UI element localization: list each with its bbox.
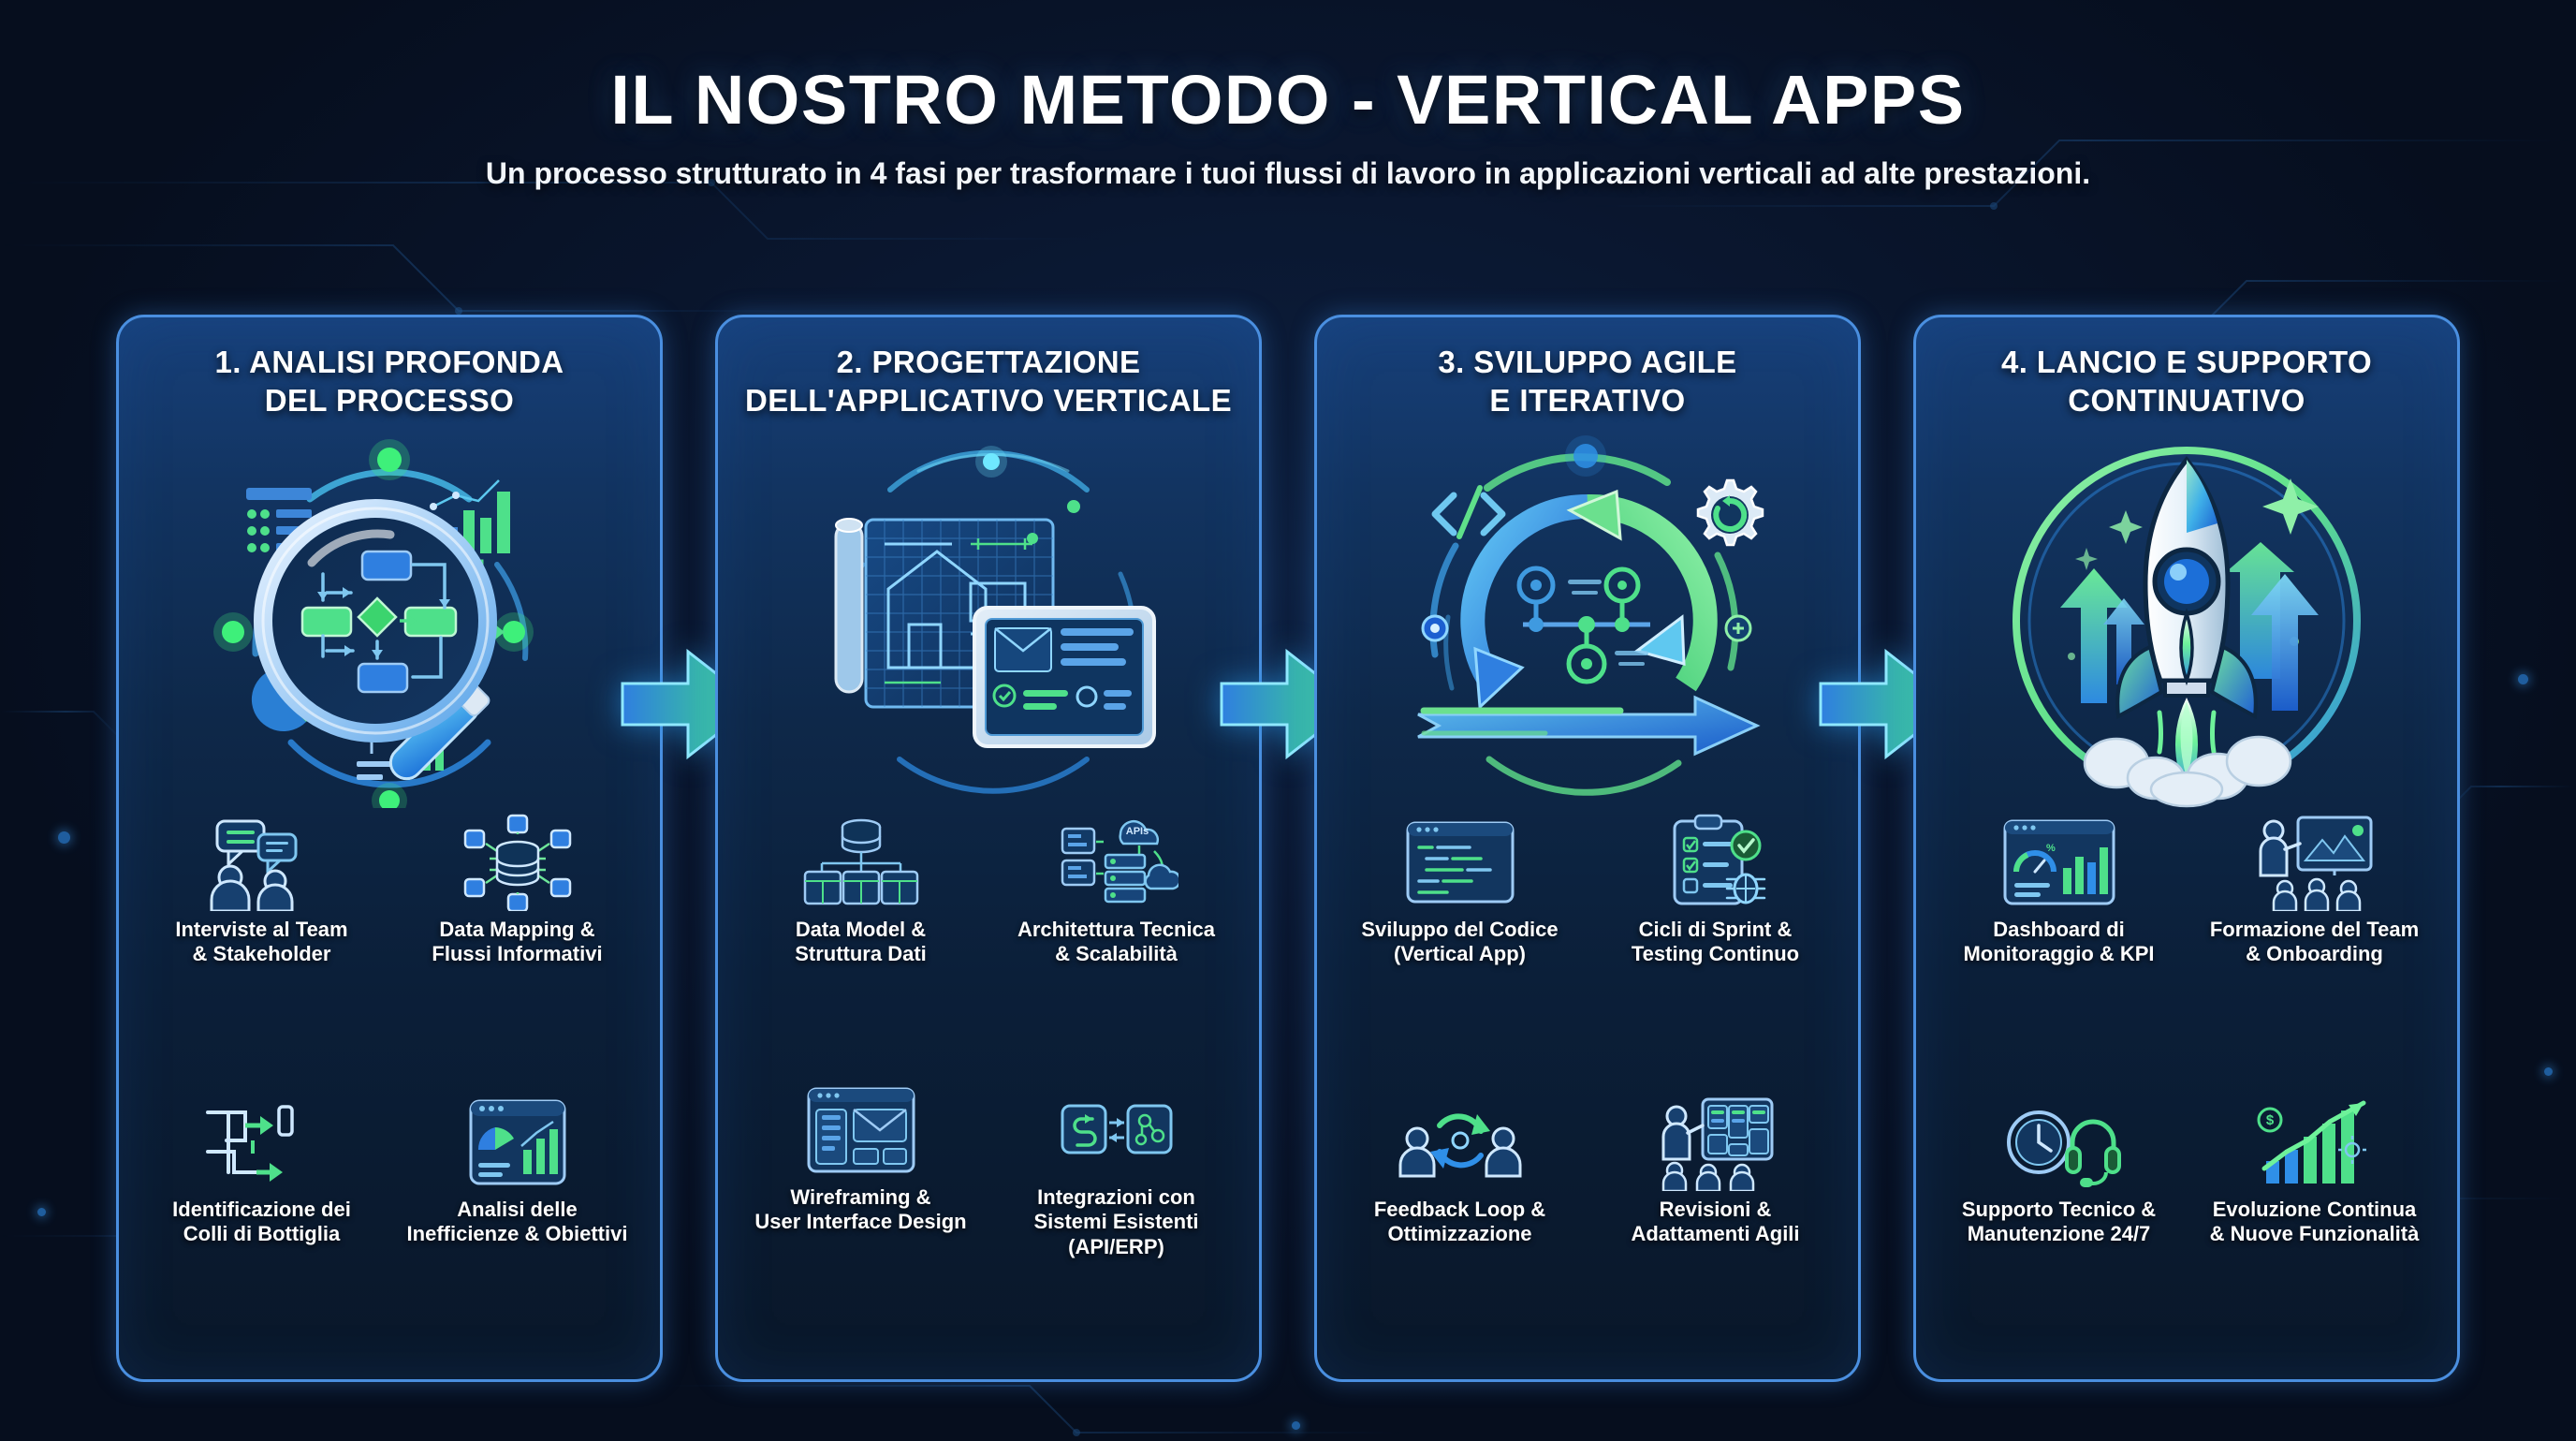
phase-card-3[interactable]: 3. SVILUPPO AGILE E ITERATIVO <box>1314 315 1861 1382</box>
feature-label: Revisioni & Adattamenti Agili <box>1631 1198 1800 1246</box>
phase-title: 4. LANCIO E SUPPORTO CONTINUATIVO <box>2000 345 2373 418</box>
page-title: IL NOSTRO METODO - VERTICAL APPS <box>610 61 1966 139</box>
phase-features: Sviluppo del Codice (Vertical App) <box>1336 814 1839 1359</box>
feedback-loop-users-icon <box>1398 1094 1522 1191</box>
blueprint-tablet-design-icon <box>787 434 1190 808</box>
feature-label: Data Mapping & Flussi Informativi <box>432 918 603 966</box>
magnifier-process-analysis-icon <box>188 434 591 808</box>
feature-item[interactable]: Sviluppo del Codice (Vertical App) <box>1336 814 1584 1079</box>
arrow-3-to-4 <box>1819 315 1956 1382</box>
feature-item[interactable]: Integrazioni con Sistemi Esistenti (API/… <box>992 1081 1240 1359</box>
phase-features: Interviste al Team & Stakeholder <box>138 814 641 1359</box>
growth-chart-upward-icon: $ <box>2253 1094 2377 1191</box>
feature-item[interactable]: Wireframing & User Interface Design <box>737 1081 985 1359</box>
phase-card-2[interactable]: 2. PROGETTAZIONE DELL'APPLICATIVO VERTIC… <box>715 315 1262 1382</box>
feature-item[interactable]: Interviste al Team & Stakeholder <box>138 814 386 1079</box>
feature-item[interactable]: Supporto Tecnico & Manutenzione 24/7 <box>1935 1094 2183 1359</box>
feature-item[interactable]: $ Evoluzione Continua & Nuove Funzionali… <box>2190 1094 2438 1359</box>
bg-glow-dot <box>1292 1421 1300 1430</box>
phase-card-4[interactable]: 4. LANCIO E SUPPORTO CONTINUATIVO <box>1913 315 2460 1382</box>
feature-label: Wireframing & User Interface Design <box>754 1184 967 1234</box>
bottleneck-pipeline-icon <box>200 1094 324 1191</box>
feature-item[interactable]: Data Model & Struttura Dati <box>737 814 985 1066</box>
wireframe-layout-icon <box>799 1081 923 1179</box>
feature-item[interactable]: APIs <box>992 814 1240 1066</box>
analytics-report-chart-icon <box>456 1094 579 1191</box>
feature-item[interactable]: Identificazione dei Colli di Bottiglia <box>138 1094 386 1359</box>
feature-label: Dashboard di Monitoraggio & KPI <box>1963 918 2155 966</box>
training-presentation-icon <box>2253 814 2377 911</box>
page-header: IL NOSTRO METODO - VERTICAL APPS Un proc… <box>0 60 2576 191</box>
svg-text:$: $ <box>2265 1112 2274 1128</box>
arrow-2-to-3 <box>1220 315 1357 1382</box>
bg-glow-dot <box>37 1208 46 1216</box>
bg-glow-dot <box>2518 674 2528 684</box>
phase-title: 1. ANALISI PROFONDA DEL PROCESSO <box>214 345 564 418</box>
feature-item[interactable]: Analisi delle Inefficienze & Obiettivi <box>393 1094 641 1359</box>
data-mapping-database-network-icon <box>456 814 579 911</box>
phase-title: 2. PROGETTAZIONE DELL'APPLICATIVO VERTIC… <box>745 345 1232 418</box>
feature-item[interactable]: Feedback Loop & Ottimizzazione <box>1336 1094 1584 1359</box>
feature-label: Identificazione dei Colli di Bottiglia <box>172 1198 351 1246</box>
phase-title: 3. SVILUPPO AGILE E ITERATIVO <box>1438 345 1737 418</box>
phase-features: % Dashboard di Monitoraggio & KPI <box>1935 814 2438 1359</box>
feature-label: Supporto Tecnico & Manutenzione 24/7 <box>1961 1198 2157 1246</box>
feature-label: Cicli di Sprint & Testing Continuo <box>1631 918 1800 966</box>
feature-label: Analisi delle Inefficienze & Obiettivi <box>406 1198 628 1246</box>
kanban-review-presenter-icon <box>1654 1094 1778 1191</box>
phase-flow: 1. ANALISI PROFONDA DEL PROCESSO <box>116 315 2460 1382</box>
phase-features: Data Model & Struttura Dati APIs <box>737 814 1240 1359</box>
checklist-testing-bug-icon <box>1654 814 1778 911</box>
feature-item[interactable]: Data Mapping & Flussi Informativi <box>393 814 641 1079</box>
page-subtitle: Un processo strutturato in 4 fasi per tr… <box>485 156 2091 190</box>
feature-item[interactable]: % Dashboard di Monitoraggio & KPI <box>1935 814 2183 1079</box>
api-cloud-architecture-icon: APIs <box>1055 814 1178 911</box>
feature-label: Integrazioni con Sistemi Esistenti (API/… <box>1033 1184 1199 1258</box>
code-window-icon <box>1398 814 1522 911</box>
feature-label: Evoluzione Continua & Nuove Funzionalità <box>2209 1198 2420 1246</box>
svg-text:APIs: APIs <box>1125 826 1148 837</box>
rocket-launch-icon <box>1985 434 2388 808</box>
feature-label: Sviluppo del Codice (Vertical App) <box>1361 918 1559 966</box>
arrow-1-to-2 <box>621 315 758 1382</box>
bg-glow-dot <box>58 831 70 844</box>
interview-people-chat-icon <box>200 814 324 911</box>
bg-glow-dot <box>2544 1067 2553 1076</box>
svg-text:%: % <box>2046 843 2056 854</box>
agile-cycle-arrows-icon <box>1386 434 1789 808</box>
feature-label: Formazione del Team & Onboarding <box>2209 918 2420 966</box>
feature-label: Interviste al Team & Stakeholder <box>175 918 348 966</box>
feature-item[interactable]: Revisioni & Adattamenti Agili <box>1591 1094 1839 1359</box>
data-model-schema-icon <box>799 814 923 911</box>
phase-card-1[interactable]: 1. ANALISI PROFONDA DEL PROCESSO <box>116 315 663 1382</box>
feature-item[interactable]: Cicli di Sprint & Testing Continuo <box>1591 814 1839 1079</box>
integration-sync-icon <box>1055 1081 1178 1179</box>
feature-item[interactable]: Formazione del Team & Onboarding <box>2190 814 2438 1079</box>
feature-label: Feedback Loop & Ottimizzazione <box>1373 1198 1546 1246</box>
support-headset-clock-icon <box>1998 1094 2121 1191</box>
dashboard-kpi-monitor-icon: % <box>1998 814 2121 911</box>
feature-label: Architettura Tecnica & Scalabilità <box>1017 918 1216 966</box>
feature-label: Data Model & Struttura Dati <box>795 918 927 966</box>
